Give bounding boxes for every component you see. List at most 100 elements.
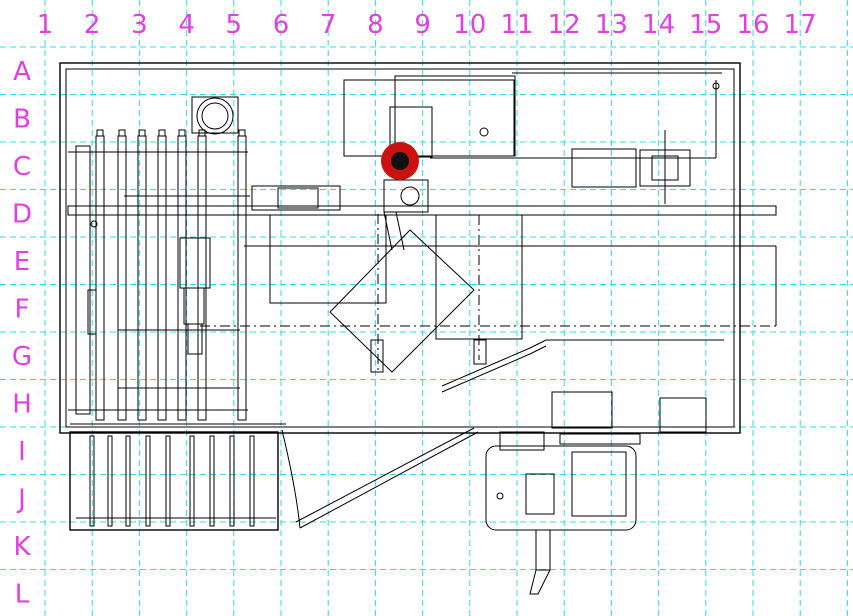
column-label-7: 7 <box>320 10 337 40</box>
left-slot <box>87 289 97 335</box>
row-label-A: A <box>13 57 31 87</box>
feeder-top-wheel <box>400 186 420 206</box>
left-hole <box>90 220 98 228</box>
transfer-motor <box>251 185 341 211</box>
column-label-8: 8 <box>367 10 384 40</box>
main-frame-inner <box>65 68 735 428</box>
column-label-9: 9 <box>414 10 431 40</box>
row-label-K: K <box>13 532 31 562</box>
roller-cap <box>158 129 166 137</box>
roller-cap <box>238 129 246 137</box>
swing-arm-2 <box>295 427 475 523</box>
top-housing <box>343 79 515 157</box>
column-label-16: 16 <box>736 10 769 40</box>
transfer-motor-core <box>277 187 319 209</box>
swing-arm <box>299 431 479 529</box>
bottom-frame-bar <box>145 435 151 527</box>
right-box-2 <box>659 397 707 433</box>
row-label-H: H <box>12 390 32 420</box>
machine-drawing <box>59 62 777 595</box>
guide-h-2 <box>441 345 547 393</box>
feeder-left <box>370 339 384 373</box>
row-label-I: I <box>18 437 26 467</box>
roller-columns <box>95 129 247 421</box>
bottom-motor-core <box>525 473 555 515</box>
bottom-arm-tip <box>529 569 551 595</box>
roller-cap <box>96 129 104 137</box>
roller-cap <box>178 129 186 137</box>
column-label-12: 12 <box>548 10 581 40</box>
column-label-6: 6 <box>273 10 290 40</box>
roller <box>157 135 167 421</box>
roller-cap <box>198 129 206 137</box>
main-frame-outer <box>59 62 741 434</box>
right-motor <box>571 148 637 188</box>
bottom-frame-bars <box>89 435 255 527</box>
left-guide <box>75 145 91 415</box>
roller <box>117 135 127 421</box>
row-label-E: E <box>14 247 30 277</box>
column-label-13: 13 <box>595 10 628 40</box>
rotated-plate <box>329 229 475 373</box>
column-label-10: 10 <box>453 10 486 40</box>
fan-motor-base <box>191 96 239 134</box>
bottom-motor-top <box>499 431 545 451</box>
bottom-frame-bar <box>209 435 215 527</box>
bottom-frame-bar <box>229 435 235 527</box>
marker-inner-dot <box>391 152 409 170</box>
roller-cap <box>118 129 126 137</box>
column-label-2: 2 <box>84 10 101 40</box>
fan-motor-inner <box>201 102 229 130</box>
center-actuator-3 <box>187 323 203 355</box>
column-label-3: 3 <box>131 10 148 40</box>
bottom-frame-bar <box>125 435 131 527</box>
roller-cap <box>138 129 146 137</box>
bottom-frame <box>69 431 279 531</box>
bottom-frame-bar <box>189 435 195 527</box>
table-left <box>269 214 387 304</box>
feeder-arm <box>383 211 393 251</box>
bottom-motor-right <box>571 451 627 517</box>
top-right-bolt <box>712 82 720 90</box>
roller <box>137 135 147 421</box>
column-label-17: 17 <box>784 10 817 40</box>
roller <box>95 135 105 421</box>
roller <box>237 135 247 421</box>
bottom-arm <box>535 529 551 571</box>
row-label-D: D <box>12 200 32 230</box>
top-bolt <box>479 127 489 137</box>
top-housing-inner <box>394 75 516 157</box>
bottom-motor-bolt <box>496 492 504 500</box>
right-box-1 <box>551 391 613 429</box>
column-label-14: 14 <box>642 10 675 40</box>
row-label-J: J <box>16 485 26 515</box>
roller <box>197 135 207 421</box>
row-label-F: F <box>15 295 30 325</box>
feeder-right <box>473 339 487 365</box>
rail-d <box>67 205 777 216</box>
column-label-15: 15 <box>689 10 722 40</box>
row-label-L: L <box>15 580 30 610</box>
bottom-frame-bar <box>89 435 95 527</box>
red-location-marker[interactable] <box>381 142 419 180</box>
row-label-G: G <box>12 342 32 372</box>
bottom-frame-bar <box>249 435 255 527</box>
column-label-11: 11 <box>500 10 533 40</box>
row-label-B: B <box>13 105 31 135</box>
bottom-frame-bar <box>165 435 171 527</box>
column-label-4: 4 <box>178 10 195 40</box>
guide-h <box>441 339 724 387</box>
column-label-5: 5 <box>226 10 243 40</box>
swing-arc <box>281 429 301 529</box>
row-label-C: C <box>13 152 31 182</box>
fan-motor <box>196 97 234 135</box>
bottom-frame-bar <box>107 435 113 527</box>
feeder-arm-2 <box>395 211 405 251</box>
bottom-motor-frame <box>485 445 637 531</box>
column-label-1: 1 <box>37 10 54 40</box>
feeder-top <box>383 179 429 213</box>
